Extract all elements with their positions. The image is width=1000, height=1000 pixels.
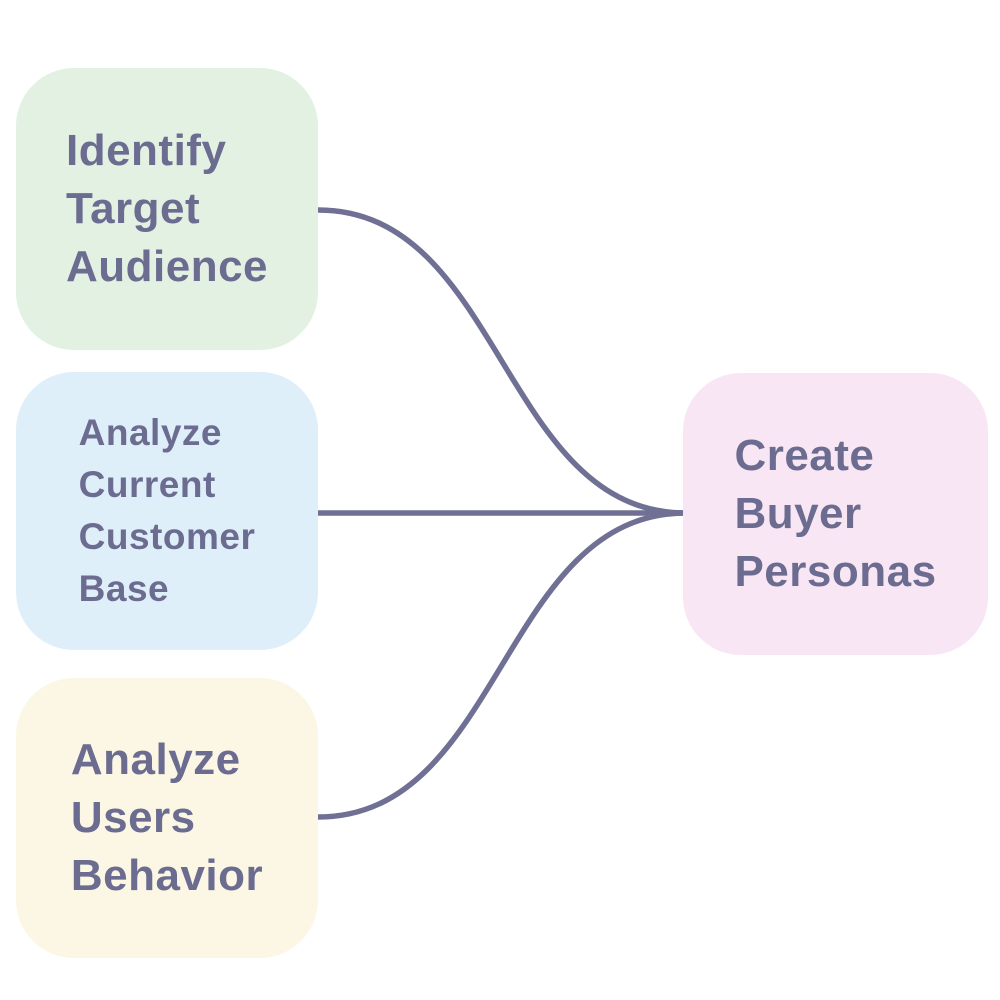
node-analyze-current-customer-base[interactable]: Analyze Current Customer Base [16,372,318,650]
node-label-line: Base [78,568,170,609]
node-label: Create Buyer Personas [734,427,936,601]
node-label-line: Analyze [78,412,222,453]
node-label-line: Audience [65,242,269,291]
node-label-line: Behavior [70,851,264,900]
node-label-line: Buyer [734,489,862,538]
node-label: Analyze Current Customer Base [79,407,256,615]
node-label-line: Create [734,431,875,480]
node-create-buyer-personas[interactable]: Create Buyer Personas [683,373,988,655]
node-label-line: Current [78,464,216,505]
node-label-line: Personas [734,547,937,596]
edge-identify-to-personas [315,207,689,516]
node-label-line: Identify [65,126,227,175]
edge-users-behavior-to-personas [315,510,689,820]
node-identify-target-audience[interactable]: Identify Target Audience [16,68,318,350]
node-analyze-users-behavior[interactable]: Analyze Users Behavior [16,678,318,958]
node-label-line: Target [65,184,201,233]
node-label-line: Analyze [70,735,241,784]
node-label: Analyze Users Behavior [71,731,263,905]
node-label: Identify Target Audience [66,122,268,296]
node-label-line: Customer [78,516,256,557]
node-label-line: Users [70,793,196,842]
